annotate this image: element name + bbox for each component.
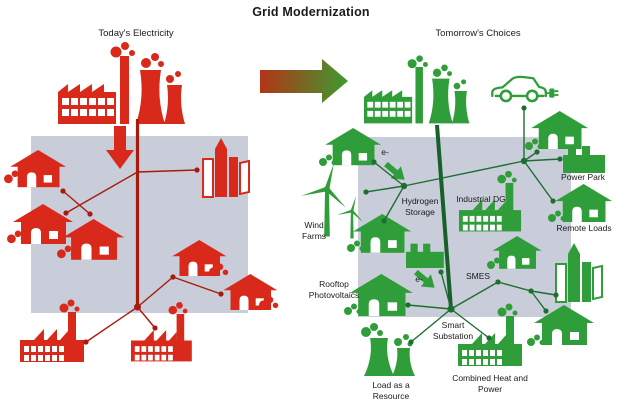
electron-flow-label: e- (381, 147, 389, 157)
tomorrow-distribution-network (363, 105, 563, 345)
smart-substation-label: Smart Substation (432, 320, 474, 342)
load-as-a-resource-label: Load as a Resource (372, 380, 410, 402)
today-header: Today's Electricity (98, 28, 174, 39)
hydrogen-storage-label: Hydrogen Storage (401, 196, 439, 218)
down-arrow-icon (106, 126, 134, 169)
cooling-towers-icon (361, 323, 415, 376)
power-park-building-icon (563, 146, 605, 173)
combined-heat-and-power-label: Combined Heat and Power (452, 373, 528, 395)
coal-power-plant-icon (58, 42, 185, 124)
page-title: Grid Modernization (252, 5, 370, 19)
smes-label: SMES (465, 271, 491, 281)
transmission-line (435, 124, 453, 310)
shrub-icon (527, 334, 545, 346)
power-park-hub-node (520, 157, 528, 165)
industrial-dg-label: Industrial DG (456, 194, 506, 204)
house-icon (531, 111, 589, 149)
clean-power-plant-icon (364, 55, 470, 124)
today-panel (4, 42, 279, 362)
tomorrow-panel (300, 55, 613, 376)
smart-substation-node (447, 305, 455, 313)
today-distribution-network (60, 167, 224, 345)
hydrogen-hub-node (400, 182, 408, 190)
tomorrow-header: Tomorrow's Choices (435, 28, 521, 39)
electric-car-icon (490, 75, 560, 103)
power-park-label: Power Park (561, 172, 605, 182)
transition-arrow-icon (260, 59, 348, 103)
house-icon (325, 128, 382, 166)
electron-flow-label: e- (415, 274, 423, 284)
remote-loads-label: Remote Loads (556, 223, 612, 233)
rooftop-photovoltaics-label: Rooftop Photovoltaics (308, 279, 360, 301)
wind-farms-label: Wind Farms (301, 220, 327, 242)
